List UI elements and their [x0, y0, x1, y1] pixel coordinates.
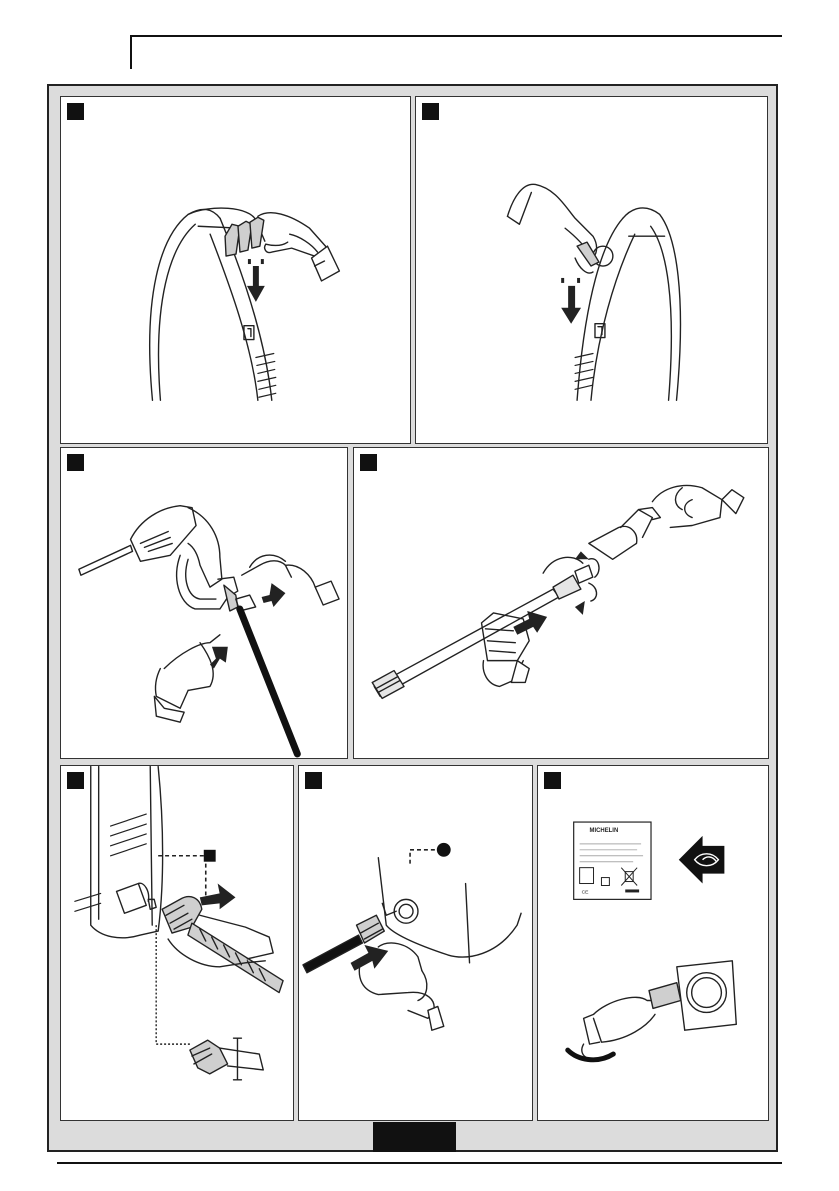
- panel-step-7: MICHELIN CE: [537, 765, 769, 1121]
- lance-nozzle-illustration: [354, 448, 768, 758]
- down-arrow-icon: [561, 278, 581, 324]
- panel-step-1: [60, 96, 411, 444]
- rating-plate: MICHELIN CE: [574, 822, 651, 899]
- right-arrow-icon: [351, 945, 389, 971]
- panel-step-5: [60, 765, 294, 1121]
- callout-square-marker: [204, 850, 216, 862]
- step-number-badge: [544, 772, 561, 789]
- dashed-leader-icon: [158, 856, 206, 904]
- spray-gun-hose-illustration: [61, 448, 347, 758]
- dashed-leader-icon: [156, 925, 190, 1044]
- down-arrow-icon: [247, 259, 265, 302]
- step-number-badge: [305, 772, 322, 789]
- accessory-clip-illustration: [416, 97, 767, 443]
- header-rule: [132, 35, 782, 37]
- step-number-badge: [422, 103, 439, 120]
- garden-hose-inlet-illustration: [61, 766, 293, 1120]
- wall-bracket-illustration: [61, 97, 410, 443]
- panel-step-3: [60, 447, 348, 759]
- rating-plate-brand: MICHELIN: [590, 828, 619, 834]
- step-number-badge: [67, 454, 84, 471]
- high-pressure-outlet-illustration: [299, 766, 532, 1120]
- footer-rule: [57, 1162, 782, 1164]
- header-tick: [130, 35, 132, 69]
- eye-icon: [679, 836, 725, 884]
- step-number-badge: [67, 103, 84, 120]
- page-number-tab: [373, 1122, 456, 1152]
- panel-step-4: [353, 447, 769, 759]
- panel-step-6: [298, 765, 533, 1121]
- step-number-badge: [360, 454, 377, 471]
- figure-frame: MICHELIN CE: [47, 84, 778, 1152]
- panel-step-2: [415, 96, 768, 444]
- rating-plate-and-plug-illustration: MICHELIN CE: [538, 766, 768, 1120]
- right-arrow-icon: [513, 611, 547, 635]
- step-number-badge: [67, 772, 84, 789]
- rating-plate-ce-mark: CE: [582, 889, 590, 895]
- callout-round-marker: [437, 843, 451, 857]
